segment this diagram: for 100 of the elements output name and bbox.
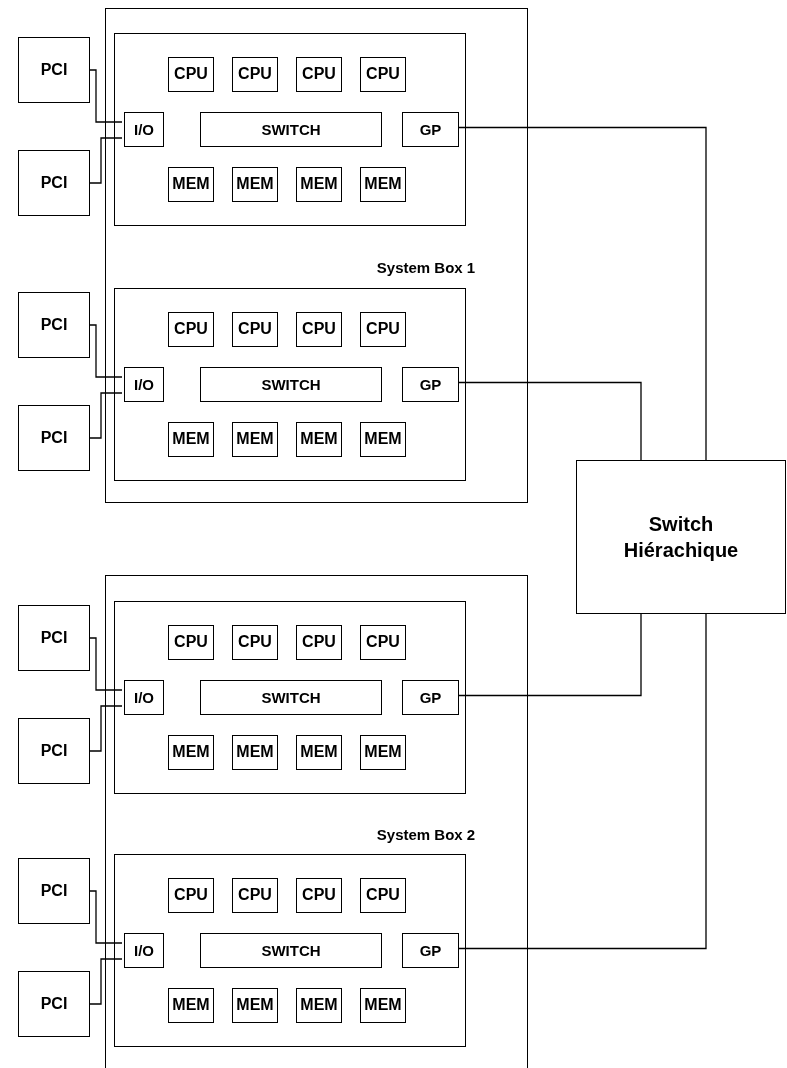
component-label: I/O: [134, 374, 154, 395]
system-box-label: System Box 1: [375, 259, 477, 276]
component-label: SWITCH: [261, 119, 321, 140]
system-box: [105, 575, 528, 1068]
component-label: I/O: [134, 119, 154, 140]
component-label: MEM: [364, 174, 402, 195]
component-label: MEM: [236, 742, 274, 763]
hierarchical-switch-box: [576, 460, 786, 614]
component-box: [168, 312, 214, 347]
component-box: [296, 167, 342, 202]
component-label: GP: [419, 119, 442, 140]
component-label: CPU: [174, 64, 208, 85]
connector-line: [89, 705, 123, 752]
component-box: [200, 933, 382, 968]
component-label: CPU: [302, 64, 336, 85]
system-box-label: System Box 2: [375, 826, 477, 843]
component-label: CPU: [302, 885, 336, 906]
component-box: [232, 57, 278, 92]
component-label: SWITCH: [261, 940, 321, 961]
component-box: [232, 735, 278, 770]
component-box: [124, 933, 164, 968]
system-box: [105, 8, 528, 503]
component-box: [232, 988, 278, 1023]
component-box: [18, 718, 90, 784]
component-label: CPU: [238, 64, 272, 85]
component-box: [168, 735, 214, 770]
component-label: MEM: [172, 742, 210, 763]
switch-label: Switch Hiérachique: [622, 512, 740, 563]
component-label: MEM: [364, 742, 402, 763]
component-box: [18, 37, 90, 103]
connector-line: [89, 958, 123, 1005]
component-box: [232, 625, 278, 660]
component-box: [402, 112, 459, 147]
component-box: [360, 625, 406, 660]
component-label: MEM: [172, 429, 210, 450]
component-box: [18, 405, 90, 471]
component-label: GP: [419, 687, 442, 708]
component-box: [124, 680, 164, 715]
component-label: MEM: [364, 995, 402, 1016]
component-label: MEM: [236, 429, 274, 450]
component-box: [168, 57, 214, 92]
component-label: MEM: [364, 429, 402, 450]
connector-line: [89, 637, 123, 691]
component-label: GP: [419, 940, 442, 961]
component-box: [18, 150, 90, 216]
connector-line: [89, 324, 123, 378]
component-box: [402, 933, 459, 968]
component-label: MEM: [236, 174, 274, 195]
component-label: PCI: [40, 627, 68, 648]
component-label: PCI: [40, 427, 68, 448]
component-label: CPU: [238, 632, 272, 653]
component-label: MEM: [300, 174, 338, 195]
component-label: CPU: [366, 319, 400, 340]
component-label: SWITCH: [261, 374, 321, 395]
component-box: [124, 112, 164, 147]
component-label: PCI: [40, 59, 68, 80]
component-label: CPU: [174, 319, 208, 340]
component-label: PCI: [40, 314, 68, 335]
component-box: [296, 878, 342, 913]
component-box: [124, 367, 164, 402]
component-box: [232, 422, 278, 457]
component-label: PCI: [40, 993, 68, 1014]
component-label: I/O: [134, 940, 154, 961]
component-label: MEM: [172, 995, 210, 1016]
component-box: [232, 312, 278, 347]
component-box: [18, 858, 90, 924]
component-box: [296, 312, 342, 347]
component-box: [360, 422, 406, 457]
component-box: [18, 971, 90, 1037]
component-box: [360, 167, 406, 202]
component-box: [360, 988, 406, 1023]
component-label: CPU: [302, 319, 336, 340]
connector-line: [89, 69, 123, 123]
component-label: SWITCH: [261, 687, 321, 708]
component-label: CPU: [238, 319, 272, 340]
board-box: [114, 854, 466, 1047]
component-box: [402, 680, 459, 715]
component-label: MEM: [172, 174, 210, 195]
component-label: CPU: [238, 885, 272, 906]
component-label: MEM: [300, 995, 338, 1016]
component-box: [168, 167, 214, 202]
component-label: MEM: [300, 429, 338, 450]
component-label: PCI: [40, 880, 68, 901]
component-label: CPU: [366, 64, 400, 85]
component-box: [402, 367, 459, 402]
board-box: [114, 601, 466, 794]
component-label: CPU: [174, 632, 208, 653]
component-box: [200, 112, 382, 147]
connector-line: [89, 890, 123, 944]
component-box: [296, 422, 342, 457]
component-label: CPU: [366, 632, 400, 653]
component-box: [360, 878, 406, 913]
connector-line: [89, 137, 123, 184]
component-box: [18, 605, 90, 671]
component-box: [360, 735, 406, 770]
component-box: [168, 988, 214, 1023]
component-box: [296, 625, 342, 660]
component-label: PCI: [40, 172, 68, 193]
board-box: [114, 288, 466, 481]
component-box: [168, 422, 214, 457]
